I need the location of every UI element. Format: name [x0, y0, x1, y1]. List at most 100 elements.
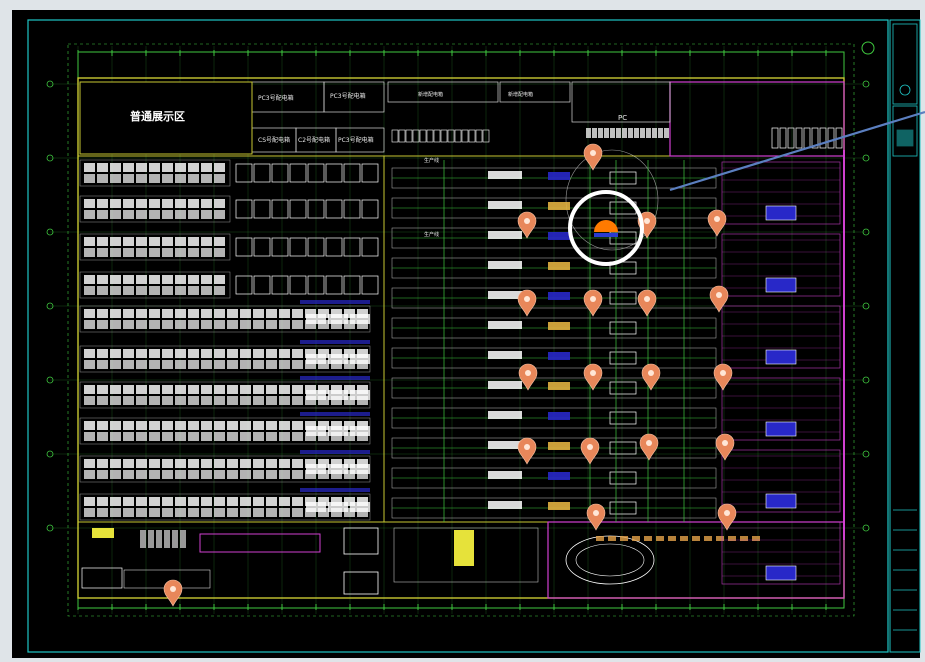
rack-cell	[227, 497, 238, 506]
pin-body	[580, 437, 600, 465]
rack-cell	[188, 275, 199, 284]
rack-cell	[357, 432, 368, 441]
rack-cell	[253, 309, 264, 318]
rack-cell	[175, 432, 186, 441]
rack-cell	[110, 199, 121, 208]
rack-cell	[344, 432, 355, 441]
cell	[440, 129, 448, 143]
rack-cell	[214, 286, 225, 295]
rack-cell	[188, 174, 199, 183]
location-pin-icon	[641, 363, 661, 391]
rack-cell	[97, 210, 108, 219]
rack-cell	[201, 396, 212, 405]
machine	[548, 382, 570, 390]
pin-dot	[525, 370, 531, 376]
strip	[632, 536, 640, 541]
rack-cell	[305, 396, 316, 405]
rack-cell	[227, 396, 238, 405]
rack-cell	[84, 237, 95, 246]
rack-cell	[240, 459, 251, 468]
cell	[616, 128, 621, 138]
north-arrow	[861, 41, 875, 55]
rack-cell	[136, 248, 147, 257]
rack-bay	[328, 464, 348, 474]
rack-bay	[325, 163, 343, 183]
cabinet	[779, 127, 787, 149]
rack-cell	[97, 497, 108, 506]
machine	[548, 292, 570, 300]
rack-cell	[123, 385, 134, 394]
rack-cell	[175, 248, 186, 257]
axis-bubble-right	[862, 524, 870, 532]
rack-cell	[149, 385, 160, 394]
rack-cell	[84, 459, 95, 468]
rack-cell	[136, 349, 147, 358]
location-pin-icon	[717, 503, 737, 531]
rack-cell	[214, 508, 225, 517]
pin-dot	[722, 440, 728, 446]
zone-label-pc2: PC3号配电箱	[330, 92, 366, 100]
rack-cell	[253, 385, 264, 394]
rack-cell	[201, 432, 212, 441]
conveyor	[300, 340, 370, 344]
location-pin-icon	[517, 437, 537, 465]
rack-cell	[110, 309, 121, 318]
rack-cell	[318, 470, 329, 479]
rack-cell	[84, 309, 95, 318]
rack-cell	[97, 275, 108, 284]
rack-bay	[306, 354, 326, 364]
rack-cell	[136, 459, 147, 468]
rack-bay	[253, 237, 271, 257]
rack-bay	[350, 354, 370, 364]
rack-cell	[123, 248, 134, 257]
rack-cell	[357, 360, 368, 369]
pin-dot	[524, 296, 530, 302]
rack-cell	[214, 275, 225, 284]
rack-bay	[361, 199, 379, 219]
pin-body	[518, 363, 538, 391]
rack-cell	[162, 508, 173, 517]
rack-cell	[266, 396, 277, 405]
rack-cell	[201, 497, 212, 506]
rack-cell	[201, 421, 212, 430]
highlight-ring[interactable]	[568, 190, 644, 266]
rack-cell	[344, 320, 355, 329]
rack-cell	[162, 174, 173, 183]
rack-cell	[175, 385, 186, 394]
axis-bubble-left	[46, 302, 54, 310]
rack-bay	[350, 502, 370, 512]
electrical-room	[499, 81, 571, 103]
rack-cell	[149, 459, 160, 468]
rack-cell	[136, 320, 147, 329]
rack-cell	[162, 237, 173, 246]
rack-cell	[214, 385, 225, 394]
location-pin-icon	[586, 503, 606, 531]
rack-cell	[227, 360, 238, 369]
rack-zone	[79, 195, 231, 223]
equipment-bay	[721, 305, 841, 369]
rack-cell	[149, 396, 160, 405]
rack-cell	[331, 396, 342, 405]
rack-cell	[201, 174, 212, 183]
location-pin-icon	[583, 289, 603, 317]
rack-cell	[227, 349, 238, 358]
rack-cell	[123, 508, 134, 517]
pin-dot	[720, 370, 726, 376]
top-box-label-2: 新增配电箱	[508, 91, 533, 98]
strip	[752, 536, 760, 541]
electrical-room	[387, 81, 499, 103]
rack-cell	[110, 421, 121, 430]
rack-cell	[279, 459, 290, 468]
machine	[488, 381, 522, 389]
rack-bay	[271, 163, 289, 183]
machine	[488, 471, 522, 479]
rack-cell	[123, 396, 134, 405]
rack-cell	[175, 237, 186, 246]
rack-cell	[149, 248, 160, 257]
rack-cell	[266, 349, 277, 358]
rack-bay	[325, 275, 343, 295]
rack-cell	[305, 360, 316, 369]
rack-cell	[253, 432, 264, 441]
room	[393, 527, 539, 583]
